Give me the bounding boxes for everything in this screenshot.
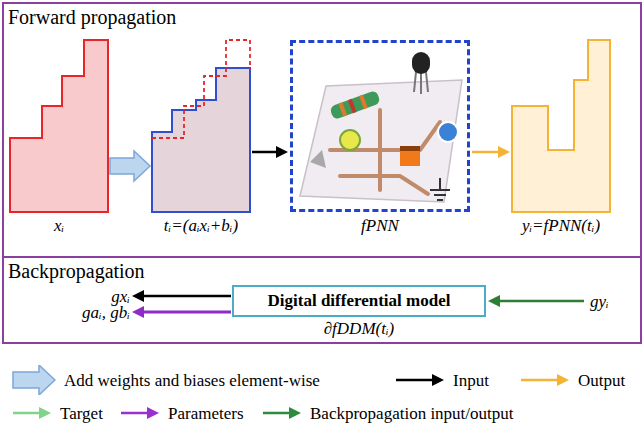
physical-network-box: fPNN <box>290 40 470 238</box>
arrow-line <box>252 151 278 154</box>
resistor-band <box>348 99 357 114</box>
ground-symbol <box>430 178 450 200</box>
capacitor-top <box>400 146 420 151</box>
signal-outline <box>152 68 250 212</box>
legend-text: Target <box>60 405 103 422</box>
resistor-body <box>329 90 381 120</box>
signal-label: xᵢ <box>54 216 64 236</box>
signal-label: tᵢ=(aᵢxᵢ+bᵢ) <box>164 216 238 236</box>
panel-forward: Forward propagation xᵢ tᵢ=(aᵢxᵢ+bᵢ) fPNN yᵢ=… <box>2 2 642 258</box>
legend-text: Output <box>578 372 625 389</box>
panel-title: Backpropagation <box>8 260 145 282</box>
gradient-arrow <box>142 295 231 298</box>
legend-text: Input <box>453 372 489 389</box>
arrow-head <box>132 306 144 318</box>
output-signal: yᵢ=fPNN(tᵢ) <box>512 40 610 238</box>
panel-title: Forward propagation <box>8 6 176 28</box>
legend-sample <box>120 398 160 428</box>
source-symbol <box>438 122 458 142</box>
signal-outline <box>10 40 108 212</box>
parameter-gradient-label: gaᵢ, gbᵢ <box>82 304 130 321</box>
legend-text: Add weights and biases element-wise <box>64 372 320 389</box>
arrow-line <box>263 412 291 415</box>
transistor-symbol <box>412 52 430 74</box>
transistor-leg <box>414 72 416 92</box>
signal-arrow <box>252 146 288 158</box>
arrow-line <box>396 379 434 382</box>
arrow-line <box>121 412 149 415</box>
block-arrow <box>13 365 55 395</box>
legend-sample <box>520 365 570 395</box>
legend-sample <box>12 365 56 395</box>
weighted-signal: tᵢ=(aᵢxᵢ+bᵢ) <box>152 40 250 238</box>
model-name: Digital differential model <box>268 291 451 311</box>
capacitor-symbol <box>400 150 420 166</box>
block-arrow <box>110 151 150 181</box>
signal-arrow <box>472 146 510 158</box>
signal-outline <box>512 40 610 212</box>
arrow-head <box>132 290 144 302</box>
arrow-head <box>39 407 51 419</box>
arrow-head <box>498 146 510 158</box>
resistor-band <box>339 102 348 117</box>
transistor-leg <box>420 72 422 94</box>
panel-backward: BackpropagationDigital differential mode… <box>2 256 642 344</box>
original-signal-outline <box>152 40 250 138</box>
output-gradient-label: gyᵢ <box>590 293 609 310</box>
parameter-arrow <box>142 311 231 314</box>
input-signal: xᵢ <box>10 40 108 238</box>
arrow-head <box>276 146 288 158</box>
backprop-arrow <box>498 300 584 303</box>
arrow-head <box>289 407 301 419</box>
arrow-head <box>488 295 500 307</box>
model-formula: ∂fDDM(tᵢ) <box>324 319 395 339</box>
legend-text: Parameters <box>168 405 244 422</box>
resistor-band <box>359 95 368 110</box>
transistor-leg <box>426 72 428 92</box>
signal-shape <box>10 40 108 212</box>
gradient-label: gxᵢ <box>111 288 130 305</box>
signal-shape <box>152 40 250 212</box>
circuit-trace <box>330 110 440 194</box>
arrow-line <box>521 379 559 382</box>
arrow-head <box>557 374 569 386</box>
signal-shape <box>512 40 610 212</box>
circuit-board <box>300 80 462 202</box>
legend-sample <box>262 398 302 428</box>
arrow-line <box>472 151 500 154</box>
legend-text: Backpropagation input/output <box>310 405 514 422</box>
legend-sample <box>395 365 445 395</box>
diode-symbol <box>310 150 326 168</box>
arrow-head <box>147 407 159 419</box>
weighting-arrow <box>110 151 150 181</box>
source-symbol <box>340 130 360 150</box>
function-label: fPNN <box>361 216 399 236</box>
legend-sample <box>12 398 52 428</box>
arrow-line <box>13 412 41 415</box>
model-box: Digital differential model ∂fDDM(tᵢ) <box>232 285 486 341</box>
signal-label: yᵢ=fPNN(tᵢ) <box>522 216 600 236</box>
model-border: Digital differential model <box>232 285 486 317</box>
arrow-head <box>432 374 444 386</box>
resistor-symbol <box>329 90 381 120</box>
dashed-box <box>290 40 470 212</box>
